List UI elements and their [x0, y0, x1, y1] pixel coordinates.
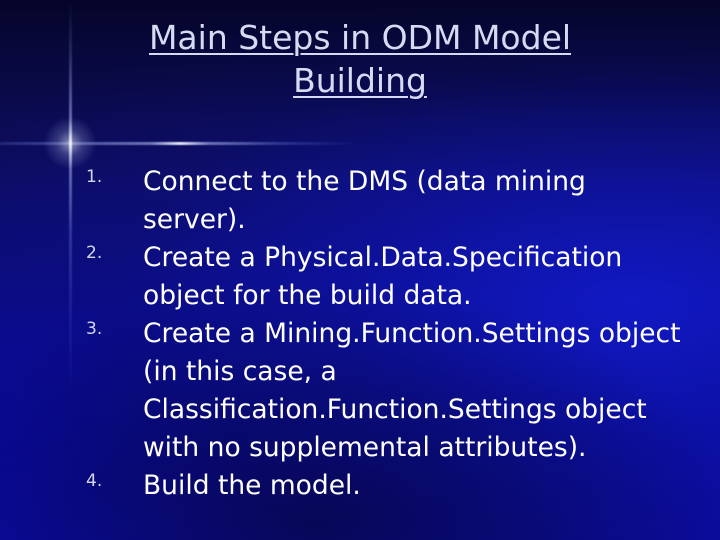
list-item: 2. Create a Physical.Data.Specification …: [86, 239, 714, 315]
slide-title: Main Steps in ODM Model Building: [148, 18, 572, 100]
cross-horizontal-streak: [0, 142, 360, 145]
list-item-text: Connect to the DMS (data mining server).: [143, 166, 586, 235]
cross-center-glow: [44, 117, 96, 169]
list-item-text: Create a Mining.Function.Settings object…: [143, 318, 681, 463]
list-item: 3. Create a Mining.Function.Settings obj…: [86, 315, 714, 467]
list-item-text: Create a Physical.Data.Specification obj…: [143, 242, 623, 311]
list-item-number: 1.: [86, 167, 103, 187]
list-item-number: 2.: [86, 243, 103, 263]
list-item-text: Build the model.: [143, 470, 361, 501]
numbered-step-list: 1. Connect to the DMS (data mining serve…: [86, 163, 714, 505]
list-item-number: 3.: [86, 319, 103, 339]
list-item-number: 4.: [86, 471, 103, 491]
list-item: 1. Connect to the DMS (data mining serve…: [86, 163, 714, 239]
list-item: 4. Build the model.: [86, 467, 714, 505]
